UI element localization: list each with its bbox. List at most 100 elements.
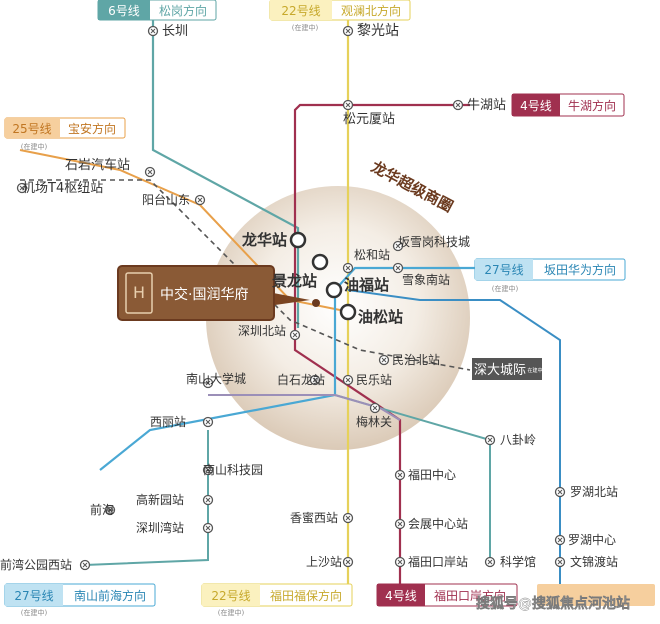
badge-line6-dir: 松岗方向 (159, 3, 207, 18)
station-cross-huizhan (397, 521, 403, 527)
line-10-route (347, 289, 561, 600)
project-location-marker (312, 299, 320, 307)
line-4-route (293, 103, 470, 600)
station-label-minzhibei: 民治北站 (392, 353, 440, 367)
badge-line4-top: 4号线 牛湖方向 (511, 93, 625, 117)
station-cross-xuexiang (395, 265, 401, 271)
project-name: 中交·国润华府 (160, 286, 248, 303)
badge-line22-bottom: 22号线 福田福保方向 (在建中) (201, 583, 353, 617)
station-label-xiangmixi: 香蜜西站 (290, 510, 338, 525)
badge-line4-top-num: 4号线 (520, 99, 552, 113)
station-cross-kexueguan (487, 559, 493, 565)
badge-line27-bottom-dir: 南山前海方向 (74, 588, 146, 603)
station-label-baguaLing: 八卦岭 (500, 433, 536, 447)
station-cross-minle (345, 377, 351, 383)
project-callout: H 中交·国润华府 (117, 265, 310, 321)
badge-line22-top-dir: 观澜北方向 (341, 3, 401, 18)
badge-line4-bottom-dir: 福田口岸方向 (434, 588, 506, 603)
station-cross-baishilong (312, 377, 318, 383)
badge-line27-top-dir: 坂田华为方向 (544, 262, 616, 277)
station-label-xili: 西丽站 (150, 415, 186, 429)
station-cross-gaoxinyuan (205, 497, 211, 503)
station-labels: 长圳黎光站牛湖站松元厦站石岩汽车站机场T4枢纽站阳台山东龙华站景龙站油福站油松站… (0, 23, 618, 572)
badge-line22-bottom-note: (在建中) (218, 608, 245, 617)
station-label-songyuansha: 松元厦站 (343, 112, 395, 127)
station-label-jichang: 机场T4枢纽站 (22, 181, 103, 196)
shenda-intercity-route (20, 179, 471, 371)
station-cross-xiangmixi (345, 515, 351, 521)
station-cross-yangtai (197, 197, 203, 203)
station-cross-shenzhenwan (205, 525, 211, 531)
station-cross-qianhai (107, 507, 113, 513)
line-13-route (208, 394, 401, 421)
station-label-gaoxinyuan: 高新园站 (136, 492, 184, 507)
station-cross-luohuzhongxin (557, 537, 563, 543)
station-cross-liguang (345, 28, 351, 34)
line-6-route (151, 18, 300, 328)
station-label-luohubei: 罗湖北站 (570, 484, 618, 499)
station-label-kexueguan: 科学馆 (500, 554, 536, 569)
station-cross-songhe (345, 265, 351, 271)
station-label-yangtai: 阳台山东 (142, 192, 190, 207)
station-cross-nanshankeji (205, 467, 211, 473)
station-label-shiyanqiche: 石岩汽车站 (65, 157, 130, 173)
station-label-minle: 民乐站 (356, 373, 392, 387)
station-marker-youfu (325, 281, 343, 299)
shenda-label: 深大城际 (474, 363, 526, 378)
station-label-luohuzhongxin: 罗湖中心 (568, 532, 616, 547)
station-label-shangsha: 上沙站 (306, 555, 342, 569)
shenda-badge: 深大城际 在建中 (472, 358, 543, 380)
station-cross-niuhu (455, 102, 461, 108)
badge-line6: 6号线 松岗方向 (97, 0, 217, 21)
station-label-longhua: 龙华站 (241, 231, 287, 249)
badge-line25-note: (在建中) (21, 142, 48, 151)
badge-line4-bottom: 4号线 福田口岸方向 (376, 583, 518, 607)
station-label-shenzhenwan: 深圳湾站 (136, 520, 184, 535)
badge-line27-bottom-num: 27号线 (14, 589, 53, 603)
badge-line22-top-note: (在建中) (292, 23, 319, 32)
station-label-youfu: 油福站 (344, 276, 389, 294)
station-cross-meilinguan (372, 405, 378, 411)
station-cross-minzhibei (381, 357, 387, 363)
station-cross-shiyanqiche (147, 169, 153, 175)
station-marker-jinglong (311, 253, 329, 271)
station-label-qianhai: 前海 (90, 502, 114, 517)
station-label-futiankouan: 福田口岸站 (408, 554, 468, 569)
station-cross-baguaLing (487, 437, 493, 443)
station-label-songhe: 松和站 (354, 248, 390, 262)
badge-line27-top-note: (在建中) (492, 284, 519, 293)
badge-line22-bottom-num: 22号线 (211, 589, 250, 603)
badge-line22-bottom-dir: 福田福保方向 (270, 588, 342, 603)
badge-line25-dir: 宝安方向 (68, 121, 116, 136)
station-cross-qianwangongyuan (82, 562, 88, 568)
commercial-zone-circle (206, 186, 470, 450)
station-label-liguang: 黎光站 (357, 23, 399, 39)
badge-line27-bottom-note: (在建中) (21, 608, 48, 617)
badge-line6-num: 6号线 (108, 4, 140, 18)
badge-line25: 25号线 宝安方向 (在建中) (4, 117, 126, 151)
station-cross-songyuansha (345, 102, 351, 108)
badge-line22-top: 22号线 观澜北方向 (在建中) (269, 0, 411, 32)
station-label-changzhen: 长圳 (162, 24, 188, 39)
station-cross-luohubei (557, 489, 563, 495)
station-cross-futiankouan (397, 559, 403, 565)
station-marker-longhua (289, 231, 307, 249)
watermark: 搜狐号@搜狐焦点河池站 (476, 595, 630, 612)
station-cross-wenjindu (557, 559, 563, 565)
badge-line25-num: 25号线 (12, 122, 51, 136)
station-cross-xili (205, 419, 211, 425)
station-label-baishilong: 白石龙站 (277, 372, 325, 387)
station-label-nanshandaxue: 南山大学城 (186, 371, 246, 386)
station-label-nanshankeji: 南山科技园 (203, 462, 263, 477)
station-markers (16, 25, 566, 571)
station-label-xuexiang: 雪象南站 (402, 272, 450, 287)
station-cross-bantian (395, 243, 401, 249)
badge-line4-top-dir: 牛湖方向 (568, 98, 616, 113)
station-label-jinglong: 景龙站 (272, 272, 317, 290)
station-label-futianzhongxin: 福田中心 (408, 467, 456, 482)
station-label-shenzhenbei: 深圳北站 (238, 324, 286, 338)
station-label-niuhu: 牛湖站 (467, 98, 506, 113)
badge-line27-top-num: 27号线 (484, 263, 523, 277)
